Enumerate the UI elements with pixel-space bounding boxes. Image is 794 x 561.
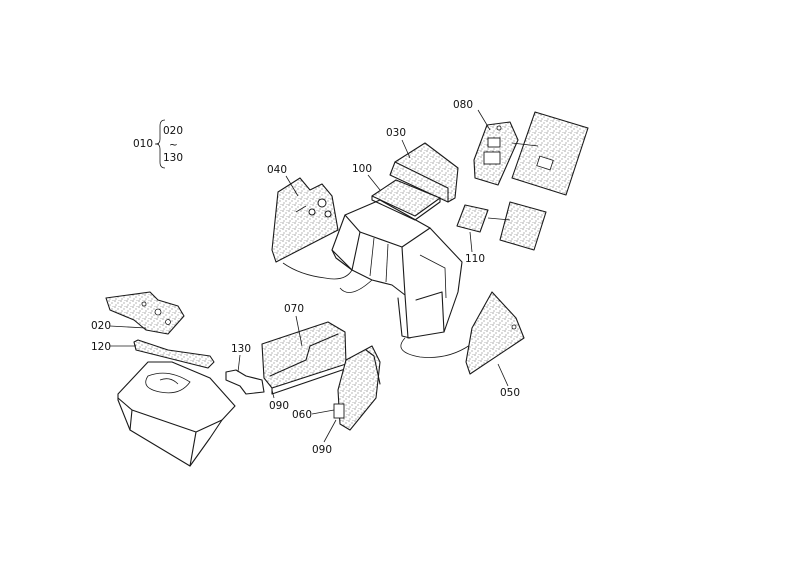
- legend-range-tilde: ~: [169, 139, 178, 151]
- svg-text:080: 080: [453, 99, 473, 111]
- part-040-side-panel: [271, 177, 339, 263]
- part-070-lower-panel: [261, 321, 349, 395]
- callout-120: 120: [91, 341, 136, 353]
- legend-assembly-number: 010: [133, 138, 153, 150]
- callout-110: 110: [465, 231, 485, 265]
- callout-030: 030: [386, 127, 411, 159]
- callout-100: 100: [352, 163, 381, 191]
- callout-080: 080: [453, 99, 491, 131]
- callout-070: 070: [284, 303, 304, 347]
- callout-090-lower: 090: [312, 419, 337, 456]
- part-130-bracket: [225, 369, 265, 395]
- svg-text:070: 070: [284, 303, 304, 315]
- part-120-strip: [133, 339, 215, 369]
- part-020-floor-plate: [105, 291, 185, 335]
- callout-050: 050: [497, 363, 520, 399]
- part-100-headliner: [371, 179, 441, 221]
- svg-text:130: 130: [231, 343, 251, 355]
- fitting-line-050: [400, 337, 471, 358]
- svg-text:030: 030: [386, 127, 406, 139]
- svg-text:020: 020: [91, 320, 111, 332]
- callout-020: 020: [91, 320, 147, 332]
- callout-090-upper: 090: [269, 389, 289, 412]
- part-030-roof-panel: [389, 142, 459, 203]
- svg-text:090: 090: [312, 444, 332, 456]
- lower-base-tub: [117, 361, 236, 467]
- svg-text:100: 100: [352, 163, 372, 175]
- assembly-legend: 010 020 ~ 130: [133, 119, 183, 169]
- svg-text:040: 040: [267, 164, 287, 176]
- cab-frame: [331, 199, 463, 339]
- fitting-line-040: [282, 262, 353, 280]
- callout-040: 040: [267, 164, 299, 197]
- legend-brace: [155, 119, 166, 169]
- callout-060: 060: [292, 409, 335, 421]
- part-110-small-panel: [456, 204, 489, 233]
- svg-text:090: 090: [269, 400, 289, 412]
- part-050-side-panel: [465, 291, 525, 375]
- legend-range-start: 020: [163, 125, 183, 137]
- side-insert-panel: [487, 201, 547, 251]
- svg-text:060: 060: [292, 409, 312, 421]
- fitting-line-frame: [339, 279, 373, 293]
- svg-text:110: 110: [465, 253, 485, 265]
- callout-130: 130: [231, 343, 251, 373]
- rear-window-panel: [511, 111, 589, 196]
- svg-text:120: 120: [91, 341, 111, 353]
- part-060-side-panel: [333, 345, 381, 431]
- legend-range-end: 130: [163, 152, 183, 164]
- svg-text:050: 050: [500, 387, 520, 399]
- part-080-rear-panel: [473, 121, 519, 186]
